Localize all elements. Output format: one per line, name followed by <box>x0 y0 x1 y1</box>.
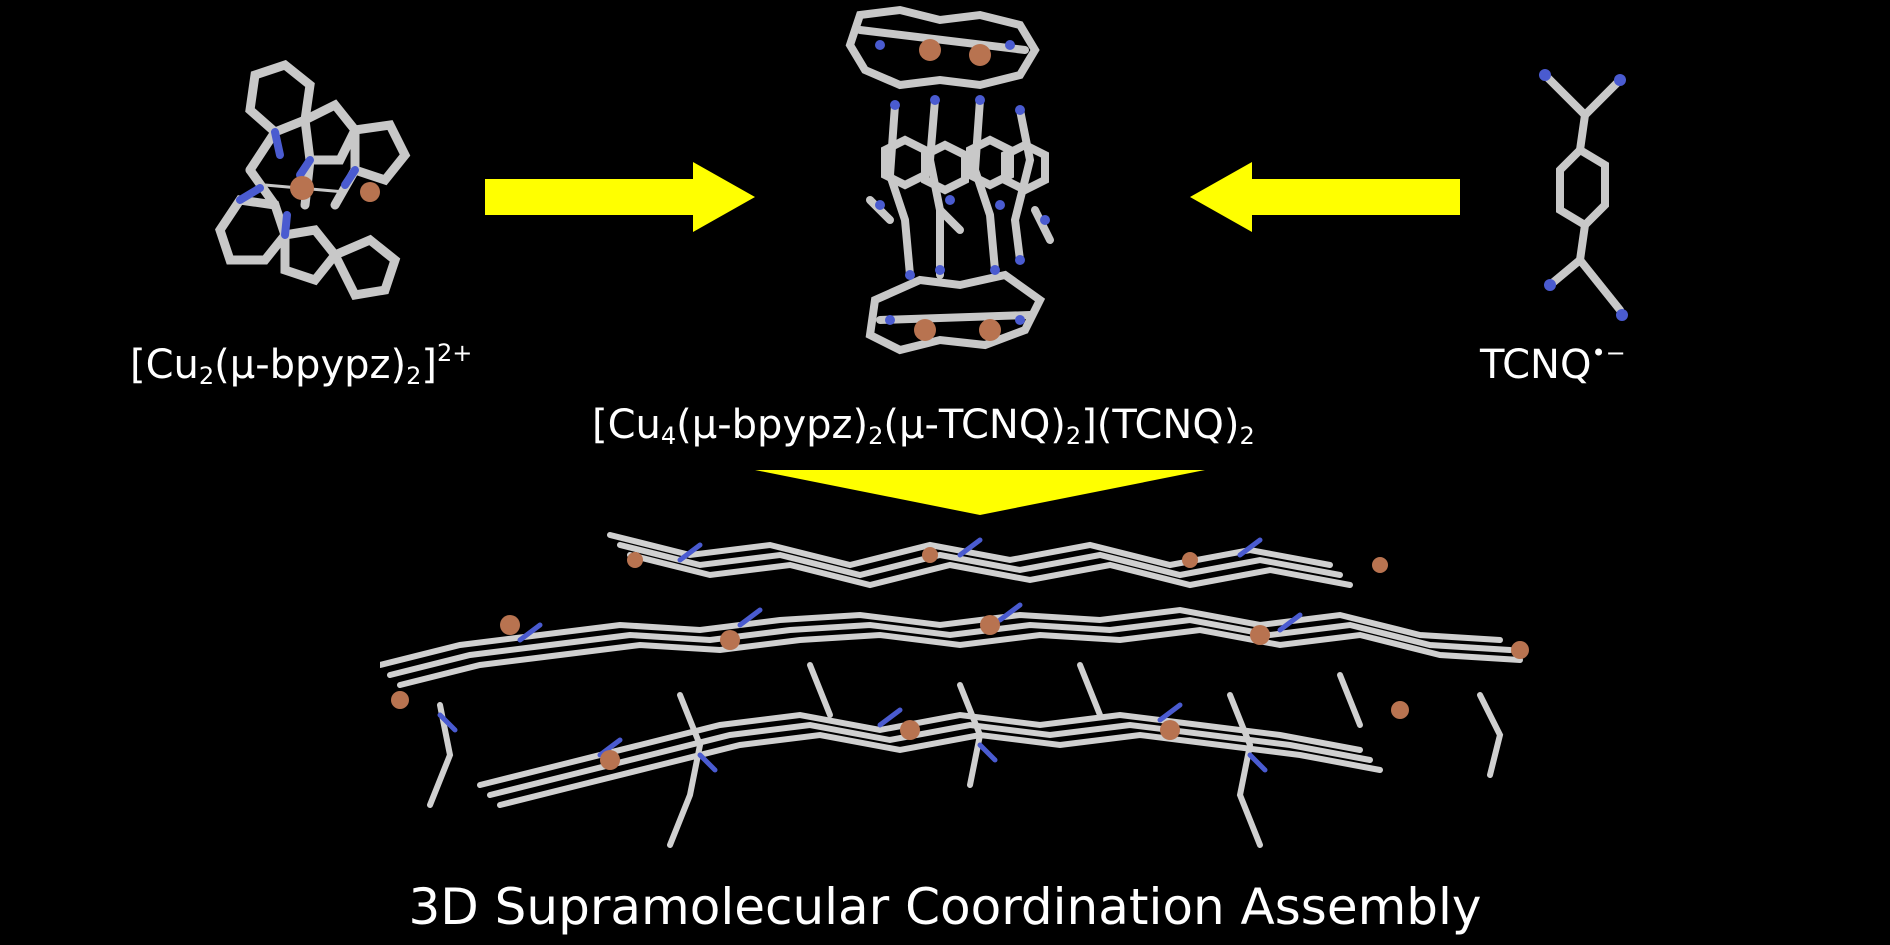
supramolecular-assembly <box>380 532 1529 848</box>
arrow-left-icon <box>1190 162 1460 232</box>
product-label: [Cu4(μ-bpypz)2(μ-TCNQ)2](TCNQ)2 <box>592 402 1255 450</box>
cu2-bpypz-label: [Cu2(μ-bpypz)2]2+ <box>130 339 473 390</box>
cu2-bpypz-molecule <box>215 60 411 300</box>
cu4-complex-molecule <box>845 5 1054 355</box>
arrow-right-icon <box>485 162 755 232</box>
tcnq-label: TCNQ•− <box>1480 339 1626 388</box>
tcnq-molecule <box>1539 69 1628 321</box>
assembly-title: 3D Supramolecular Coordination Assembly <box>408 878 1482 936</box>
arrow-down-icon <box>755 470 1205 515</box>
